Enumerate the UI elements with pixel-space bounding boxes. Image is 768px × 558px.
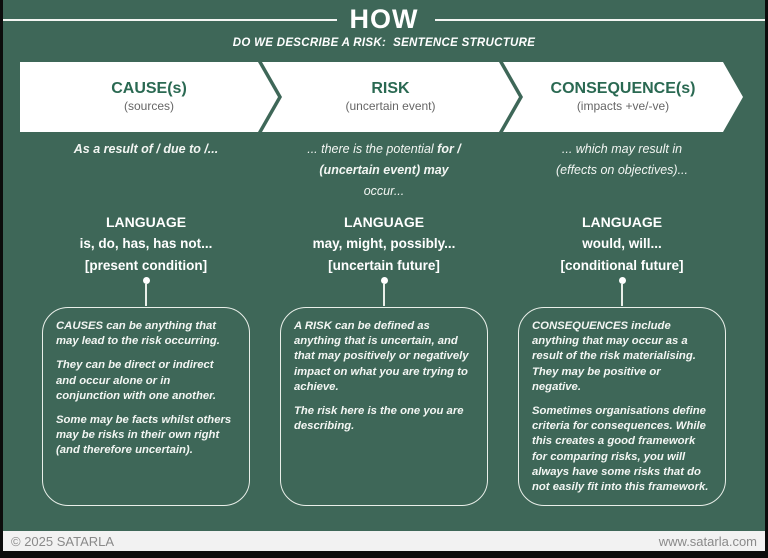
language-block-cause: LANGUAGE is, do, has, has not... [presen… <box>27 211 265 277</box>
arrow-subtitle-consequence: (impacts +ve/-ve) <box>576 99 670 114</box>
footer-bar: © 2025 SATARLA www.satarla.com <box>3 531 765 551</box>
language-words: would, will... <box>582 236 662 251</box>
sentence-cause: As a result of / due to /... <box>73 142 219 156</box>
connector-stem <box>145 284 147 306</box>
language-block-risk: LANGUAGE may, might, possibly... [uncert… <box>265 211 503 277</box>
arrow-title-cause: CAUSE(s) <box>111 80 187 98</box>
connector-stem <box>621 284 623 306</box>
chevron-arrow-risk: RISK (uncertain event) <box>262 62 519 132</box>
language-bracket: [conditional future] <box>560 258 684 273</box>
connector-cause <box>27 276 265 307</box>
connector-risk <box>265 276 503 307</box>
language-words: is, do, has, has not... <box>79 236 213 251</box>
language-bracket: [uncertain future] <box>328 258 440 273</box>
language-bracket: [present condition] <box>84 258 208 273</box>
language-block-consequence: LANGUAGE would, will... [conditional fut… <box>503 211 741 277</box>
arrow-title-consequence: CONSEQUENCE(s) <box>550 80 696 98</box>
language-title: LANGUAGE <box>581 214 663 230</box>
note-box-row: CAUSES can be anything that may lead to … <box>27 307 741 506</box>
chevron-arrow-consequence: CONSEQUENCE(s) (impacts +ve/-ve) <box>503 62 743 132</box>
language-title: LANGUAGE <box>343 214 425 230</box>
arrow-subtitle-cause: (sources) <box>123 99 174 114</box>
process-arrow-row: CAUSE(s) (sources) RISK (uncertain event… <box>3 62 765 132</box>
connector-consequence <box>503 276 741 307</box>
sentence-row: As a result of / due to /... ... there i… <box>27 139 741 202</box>
language-title: LANGUAGE <box>105 214 187 230</box>
connector-dot <box>380 277 388 284</box>
note-box-cause: CAUSES can be anything that may lead to … <box>42 307 250 506</box>
language-words: may, might, possibly... <box>312 236 456 251</box>
header-rule-right <box>435 19 765 21</box>
note-box-consequence: CONSEQUENCES include anything that may o… <box>518 307 726 506</box>
connector-dot <box>618 277 626 284</box>
page-subtitle: DO WE DESCRIBE A RISK: SENTENCE STRUCTUR… <box>232 37 536 49</box>
footer-website: www.satarla.com <box>658 533 757 549</box>
chevron-arrow-cause: CAUSE(s) (sources) <box>20 62 278 132</box>
sentence-consequence: ... which may result in(effects on objec… <box>555 142 688 177</box>
language-row: LANGUAGE is, do, has, has not... [presen… <box>27 211 741 277</box>
arrow-subtitle-risk: (uncertain event) <box>345 99 436 114</box>
connector-dot <box>142 277 150 284</box>
page-title: HOW <box>349 4 419 34</box>
connector-stem <box>383 284 385 306</box>
note-box-risk: A RISK can be defined as anything that i… <box>280 307 488 506</box>
arrow-title-risk: RISK <box>371 80 410 98</box>
connector-row <box>27 276 741 307</box>
header-rule-left <box>3 19 337 21</box>
sentence-risk: ... there is the potential for /(uncerta… <box>307 142 461 198</box>
footer-copyright: © 2025 SATARLA <box>11 533 115 549</box>
